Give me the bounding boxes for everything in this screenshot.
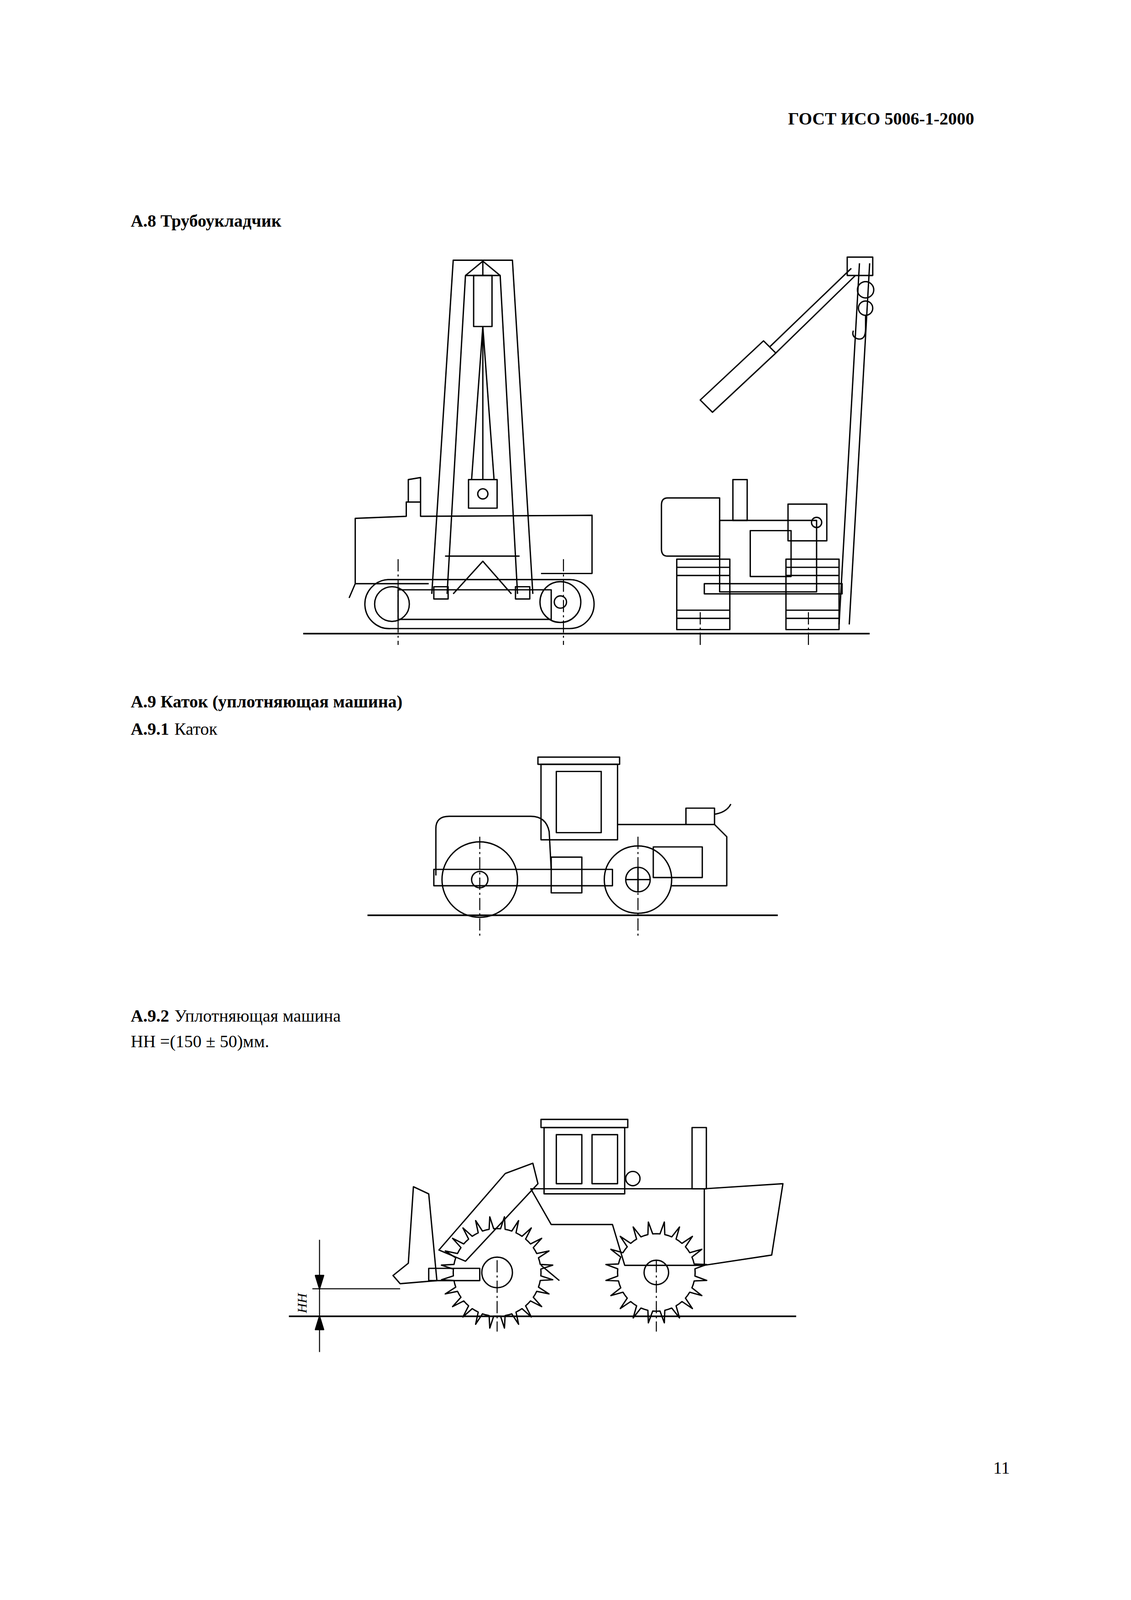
subsection-number: А.9.2 (130, 1006, 169, 1027)
dimension-label: НН (294, 1293, 311, 1314)
compactor (288, 1119, 797, 1353)
pipelayer-rear (661, 257, 874, 646)
subsection-title: Уплотняющая машина (174, 1006, 341, 1027)
roller (367, 757, 778, 938)
dimension-note: НН =(150 ± 50)мм. (130, 1031, 270, 1053)
subsection-title: Каток (174, 719, 218, 740)
page-header: ГОСТ ИСО 5006-1-2000 (787, 109, 975, 130)
subsection-number: А.9.1 (130, 719, 169, 740)
pipelayer-side (303, 260, 871, 645)
page-number: 11 (993, 1458, 1011, 1479)
section-heading: А.8 Трубоукладчик (130, 211, 282, 232)
section-heading: А.9 Каток (уплотняющая машина) (130, 692, 403, 713)
